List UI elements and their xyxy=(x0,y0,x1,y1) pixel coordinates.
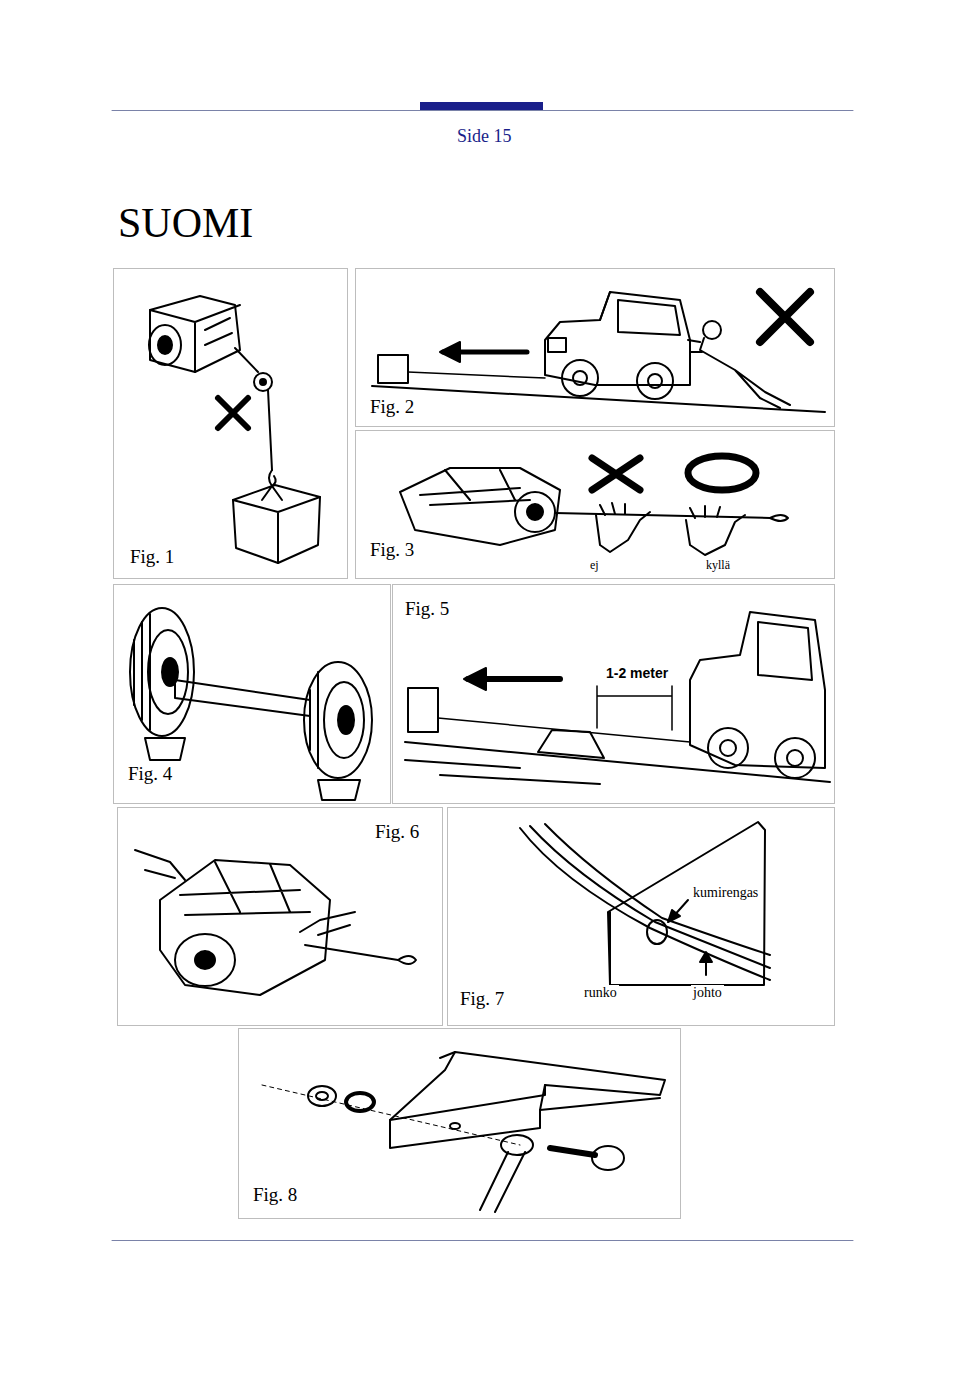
yes-label: kyllä xyxy=(704,559,732,572)
figure-number: Fig. 5 xyxy=(403,599,451,620)
part-name: kumirengas xyxy=(691,885,760,900)
fig7-drawing xyxy=(520,822,770,985)
figure-panel: Fig. 4 xyxy=(113,584,391,804)
figure-panel: Fig. 5 xyxy=(392,584,835,804)
fig3-drawing xyxy=(400,456,788,555)
fig1-drawing xyxy=(149,296,320,563)
figure-number: Fig. 1 xyxy=(128,547,176,568)
no-label: ej xyxy=(588,559,601,572)
page-heading: SUOMI xyxy=(118,200,253,246)
part-name: johto xyxy=(691,985,724,1000)
header-rule xyxy=(112,110,853,111)
figure-panel: Fig. 1 xyxy=(113,268,348,579)
figure-number: Fig. 3 xyxy=(368,540,416,561)
page-number: Side 15 xyxy=(455,127,514,147)
figure-panel: Fig. 3 xyxy=(355,430,835,579)
figure-panel: Fig. 6 xyxy=(117,807,443,1026)
figure-number: Fig. 8 xyxy=(251,1185,299,1206)
figure-number: Fig. 4 xyxy=(126,764,174,785)
figure-panel: Fig. 7 xyxy=(447,807,835,1026)
figure-panel: Fig. 2 xyxy=(355,268,835,427)
figure-number: Fig. 6 xyxy=(373,822,421,843)
fig6-drawing xyxy=(135,850,416,995)
fig2-drawing xyxy=(372,292,825,412)
footer-rule xyxy=(112,1240,853,1241)
figure-number: Fig. 7 xyxy=(458,989,506,1010)
fig8-drawing xyxy=(262,1052,665,1212)
header-bar xyxy=(420,102,543,110)
figure-number: Fig. 2 xyxy=(368,397,416,418)
dimension: 1-2 meter xyxy=(604,666,670,681)
part-name: runko xyxy=(582,985,619,1000)
figure-panel: Fig. 8 xyxy=(238,1028,681,1219)
fig5-drawing xyxy=(405,612,830,784)
